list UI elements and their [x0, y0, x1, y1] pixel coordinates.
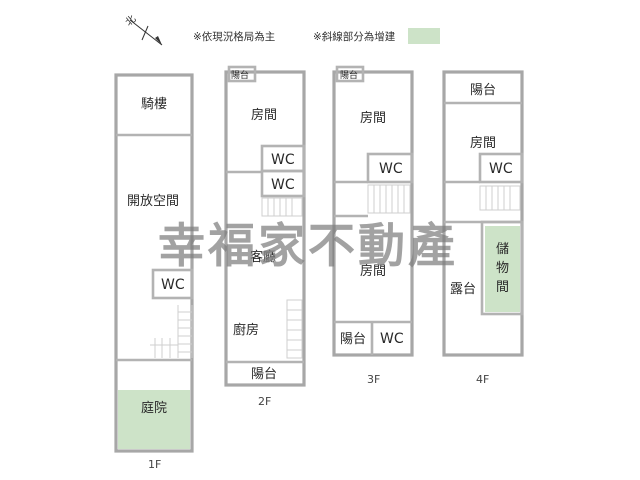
courtyard-added-area — [118, 390, 190, 449]
room-storage-char-2: 物 — [496, 261, 509, 276]
room-balcony-bottom: 陽台 — [340, 332, 366, 347]
room-wc: WC — [161, 277, 185, 293]
room-arcade: 騎樓 — [141, 97, 167, 112]
room-terrace: 露台 — [450, 282, 476, 297]
compass: 北 — [123, 13, 163, 46]
added-area-legend-swatch — [408, 28, 440, 44]
watermark: 幸福家不動產 — [158, 219, 458, 274]
room-living: 客廳 — [250, 249, 276, 265]
room-balcony-bottom: 陽台 — [251, 367, 277, 382]
north-label: 北 — [123, 13, 138, 29]
room-balcony-top: 陽台 — [340, 69, 358, 81]
room-wc: WC — [489, 161, 513, 177]
room-storage-char-3: 間 — [496, 280, 509, 295]
floor-label-3f: 3F — [367, 373, 380, 386]
north-arrow-icon — [155, 36, 162, 45]
room-wc-1: WC — [271, 152, 295, 168]
room-bedroom: 房間 — [251, 107, 277, 123]
room-courtyard: 庭院 — [141, 400, 167, 416]
room-storage-char-1: 儲 — [496, 242, 509, 257]
room-kitchen: 廚房 — [233, 322, 259, 338]
room-wc-1: WC — [379, 161, 403, 177]
floor-1f: 騎樓 開放空間 WC 庭院 1F — [114, 73, 194, 471]
storage-added-area — [485, 226, 520, 312]
room-bedroom-1: 房間 — [360, 110, 386, 126]
floor-3f: 陽台 房間 WC 房間 陽台 WC 3F — [332, 65, 414, 386]
room-open-space: 開放空間 — [127, 194, 179, 209]
room-bedroom-2: 房間 — [360, 263, 386, 279]
floor-label-1f: 1F — [148, 458, 161, 471]
floor-2f: 陽台 房間 WC WC 客廳 廚房 陽台 2F — [224, 65, 306, 408]
floor-label-2f: 2F — [258, 395, 271, 408]
room-wc-2: WC — [271, 177, 295, 193]
layout-note: ※依現況格局為主 — [193, 30, 275, 43]
room-bedroom: 房間 — [470, 135, 496, 151]
room-wc-2: WC — [380, 331, 404, 347]
floor-label-4f: 4F — [476, 373, 489, 386]
room-balcony-top: 陽台 — [231, 69, 249, 81]
floor-4f: 陽台 房間 WC 露台 儲 物 間 4F — [442, 70, 524, 386]
room-balcony: 陽台 — [470, 83, 496, 98]
hatch-note: ※斜線部分為增建 — [313, 30, 396, 43]
